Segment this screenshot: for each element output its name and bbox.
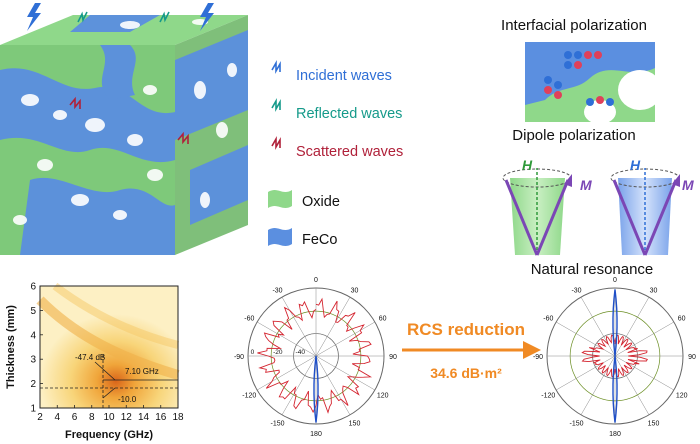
polar-angle-label: 150	[349, 421, 361, 428]
incident-bolt-icons	[27, 3, 214, 31]
polar-angle-label: 90	[688, 354, 696, 361]
annotation-threshold: -10.0	[118, 395, 137, 404]
incident-waves-label: Incident waves	[296, 68, 392, 84]
incident-wave-icon	[271, 59, 281, 75]
contour-x-tick-label: 4	[54, 412, 60, 423]
contour-y-tick-label: 1	[30, 404, 36, 415]
oxide-label: Oxide	[302, 194, 340, 210]
interfacial-illustration	[525, 42, 662, 124]
polar-angle-label: -60	[244, 316, 254, 323]
contour-x-label: Frequency (GHz)	[65, 429, 153, 441]
polar-angle-label: -30	[571, 287, 581, 294]
polar-angle-label: -120	[541, 393, 555, 400]
h-label-blue: H	[630, 157, 641, 173]
polar-angle-label: -30	[272, 287, 282, 294]
rcs-reduction-label: RCS reduction	[407, 320, 525, 339]
h-label-green: H	[522, 157, 533, 173]
contour-x-tick-label: 10	[103, 412, 115, 423]
polar-radial-label: -20	[273, 349, 283, 356]
polar-angle-label: -150	[569, 421, 583, 428]
contour-x-tick-label: 14	[138, 412, 150, 423]
polar-angle-label: -150	[270, 421, 284, 428]
annotation-min-db: -47.4 dB	[75, 353, 105, 362]
contour-y-tick-label: 6	[30, 282, 36, 293]
polar-angle-label: 30	[650, 287, 658, 294]
contour-y-ticks: 1 2 3 4 5 6	[30, 282, 43, 415]
natural-resonance-title: Natural resonance	[531, 261, 654, 278]
polar-angle-label: 90	[389, 354, 397, 361]
wave-legend: Incident waves Reflected waves Scattered…	[268, 59, 403, 248]
reflected-bolt-icons	[77, 11, 170, 23]
oxide-swatch-icon	[268, 190, 292, 208]
polar-angle-label: -90	[234, 354, 244, 361]
polar-angle-label: 0	[613, 277, 617, 284]
feco-swatch-icon	[268, 228, 292, 246]
scattered-wave-icons	[69, 96, 189, 145]
contour-y-tick-label: 3	[30, 355, 36, 366]
contour-x-tick-label: 6	[72, 412, 78, 423]
polar-plot-after: 0 30 60 90 120 150 180 -30 -60 -90 -120 -150	[533, 277, 696, 438]
polar-radial-label: -40	[296, 349, 306, 356]
contour-x-tick-label: 2	[37, 412, 43, 423]
polar-blue-lobe	[612, 289, 618, 357]
polar-radial-label: 0	[251, 349, 255, 356]
polar-red-trace	[257, 297, 373, 414]
contour-x-tick-label: 12	[121, 412, 133, 423]
reflected-waves-label: Reflected waves	[296, 106, 402, 122]
polar-angle-label: -90	[533, 354, 543, 361]
polar-red-trace	[581, 334, 648, 378]
polar-blue-lobe	[612, 355, 618, 423]
polar-angle-label: 120	[377, 393, 389, 400]
scattered-waves-label: Scattered waves	[296, 144, 403, 160]
polar-angle-label: 120	[676, 393, 688, 400]
contour-y-label: Thickness (mm)	[5, 305, 17, 389]
annotation-bandwidth: 7.10 GHz	[125, 367, 159, 376]
polar-angle-label: 180	[310, 431, 322, 438]
polar-plot-before: 0 30 60 90 120 150 180 -30 -60 -90 -120 -150 -40 -20 0	[234, 277, 397, 438]
m-label-green: M	[580, 177, 592, 193]
interfacial-polarization-title: Interfacial polarization	[501, 17, 647, 34]
contour-x-tick-label: 16	[155, 412, 167, 423]
polar-angle-label: 60	[678, 316, 686, 323]
polar-angle-label: 60	[379, 316, 387, 323]
reflected-wave-icon	[271, 97, 281, 113]
contour-y-tick-label: 4	[30, 330, 36, 341]
rcs-reduction-value: 34.6 dB·m²	[430, 365, 502, 381]
scattered-wave-icon	[271, 135, 281, 151]
polar-angle-label: -120	[242, 393, 256, 400]
polar-angle-label: 0	[314, 277, 318, 284]
contour-y-tick-label: 5	[30, 306, 36, 317]
polar-angle-label: 30	[351, 287, 359, 294]
porous-cube	[0, 15, 248, 255]
feco-label: FeCo	[302, 232, 337, 248]
contour-x-tick-label: 18	[172, 412, 184, 423]
resonance-cylinder-green: H M	[502, 157, 592, 256]
polar-blue-lobe	[313, 355, 319, 423]
polar-angle-label: 180	[609, 431, 621, 438]
rcs-reduction-arrow: RCS reduction 34.6 dB·m²	[402, 320, 541, 381]
polar-angle-label: -60	[543, 316, 553, 323]
m-label-blue: M	[682, 177, 694, 193]
resonance-cylinder-blue: H M	[610, 157, 694, 256]
contour-y-tick-label: 2	[30, 379, 36, 390]
dipole-polarization-title: Dipole polarization	[512, 127, 635, 144]
contour-x-tick-label: 8	[89, 412, 95, 423]
polar-angle-label: 150	[648, 421, 660, 428]
